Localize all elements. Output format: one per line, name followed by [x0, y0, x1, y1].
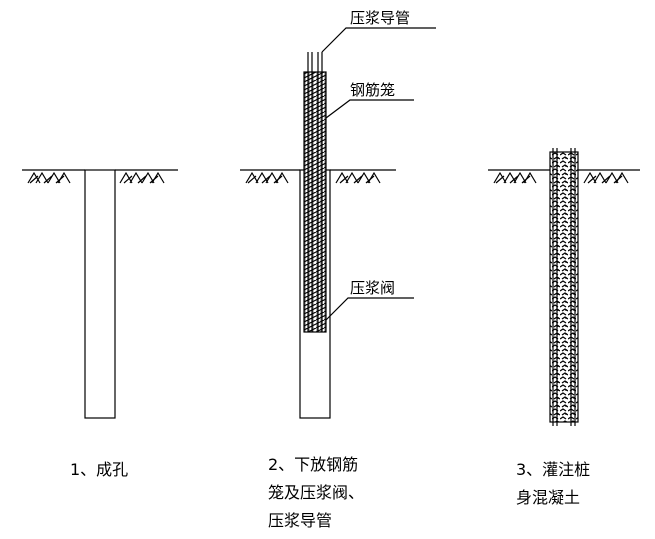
caption-step1-line1: 1、成孔 — [70, 460, 128, 479]
step2-cage-installation: 压浆导管 钢筋笼 压浆阀 — [240, 9, 436, 419]
step3-concrete-pile — [488, 148, 640, 426]
concrete-pile — [549, 151, 579, 423]
label-grout-pipe: 压浆导管 — [350, 9, 410, 27]
ground-surface-right — [115, 169, 178, 184]
leader-rebar-cage — [325, 99, 414, 119]
caption-step2-line3: 压浆导管 — [268, 511, 332, 530]
ground-surface-right — [578, 169, 640, 184]
ground-surface-right — [330, 169, 396, 184]
leader-grout-valve — [325, 297, 414, 321]
pile-rebar-lines — [552, 148, 576, 426]
ground-surface-left — [488, 169, 550, 184]
ground-surface-left — [22, 169, 85, 184]
caption-step2-line2: 笼及压浆阀、 — [268, 483, 364, 502]
step1-bored-hole — [22, 169, 178, 419]
caption-step3-line1: 3、灌注桩 — [516, 460, 590, 479]
label-grout-valve: 压浆阀 — [350, 279, 395, 297]
caption-step2-line1: 2、下放钢筋 — [268, 455, 358, 474]
caption-step3-line2: 身混凝土 — [516, 488, 580, 507]
label-rebar-cage: 钢筋笼 — [350, 81, 395, 99]
rebar-cage — [303, 71, 327, 333]
grout-pipes — [307, 52, 323, 332]
bored-hole — [84, 169, 116, 419]
leader-grout-pipe — [321, 27, 436, 53]
ground-surface-left — [240, 169, 300, 184]
